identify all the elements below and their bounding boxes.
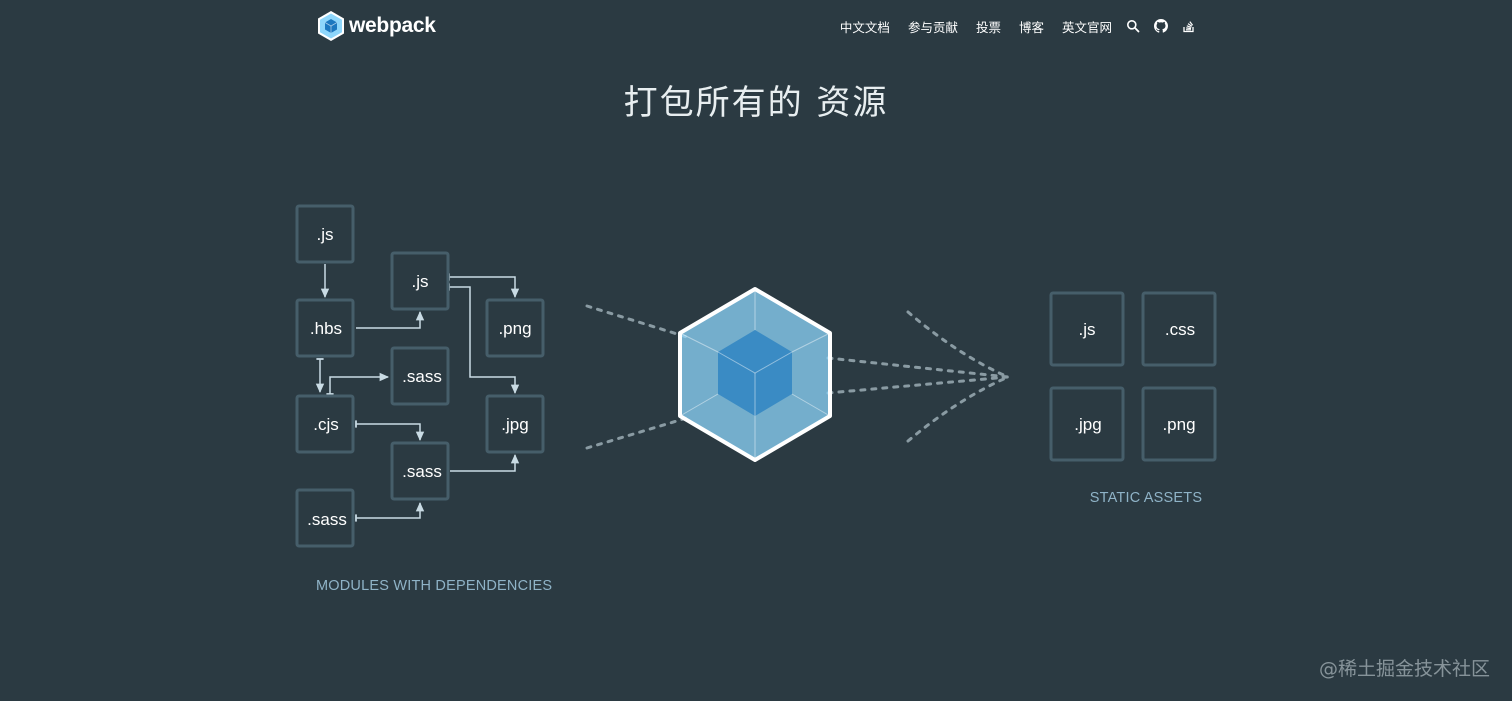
dependency-arrows — [315, 264, 520, 522]
asset-box-css: .css — [1141, 291, 1217, 367]
module-label: .sass — [402, 462, 442, 481]
webpack-cube-icon — [318, 11, 344, 41]
module-label: .sass — [307, 510, 347, 529]
assets-caption: STATIC ASSETS — [1090, 490, 1202, 506]
module-label: .jpg — [501, 415, 528, 434]
module-label: .js — [412, 272, 429, 291]
top-nav: 中文文档 参与贡献 投票 博客 英文官网 — [822, 16, 1196, 36]
modules-caption: MODULES WITH DEPENDENCIES — [316, 578, 552, 594]
module-label: .sass — [402, 367, 442, 386]
arrow-hbs-to-js — [356, 310, 425, 329]
nav-item-blog[interactable]: 博客 — [1018, 19, 1044, 35]
asset-label: .png — [1162, 415, 1195, 434]
module-label: .js — [317, 225, 334, 244]
module-box-png: .png — [485, 298, 545, 358]
module-label: .png — [498, 319, 531, 338]
watermark: @稀土掘金技术社区 — [1318, 658, 1490, 680]
arrow-cjs-to-sass — [326, 372, 390, 395]
asset-box-jpg: .jpg — [1049, 386, 1125, 462]
asset-label: .jpg — [1074, 415, 1101, 434]
logo-text: webpack — [349, 14, 436, 37]
nav-item-chinese-docs[interactable]: 中文文档 — [839, 19, 890, 35]
output-dotted-lines — [826, 310, 1010, 443]
module-label: .hbs — [310, 319, 342, 338]
input-dotted-lines — [585, 304, 692, 450]
asset-box-png: .png — [1141, 386, 1217, 462]
nav-item-english-site[interactable]: 英文官网 — [1061, 19, 1112, 35]
module-box-cjs: .cjs — [295, 394, 355, 454]
asset-label: .js — [1079, 320, 1096, 339]
page-headline: 打包所有的 资源 — [623, 83, 889, 123]
module-box-hbs: .hbs — [295, 298, 355, 358]
arrow-cjs-to-sass-2 — [355, 420, 425, 442]
module-box-sass-3: .sass — [295, 488, 355, 548]
asset-label: .css — [1165, 320, 1195, 339]
arrow-sass-to-sass — [355, 501, 425, 522]
webpack-logo[interactable]: webpack — [316, 9, 436, 43]
module-box-js-2: .js — [390, 251, 450, 311]
nav-item-contribute[interactable]: 参与贡献 — [907, 19, 958, 35]
search-icon[interactable] — [1126, 19, 1140, 33]
nav-item-vote[interactable]: 投票 — [975, 19, 1001, 35]
module-label: .cjs — [313, 415, 339, 434]
module-box-jpg: .jpg — [485, 394, 545, 454]
module-box-sass: .sass — [390, 346, 450, 406]
arrow-sass-to-jpg — [450, 453, 520, 472]
module-box-js: .js — [295, 204, 355, 264]
module-boxes: .js .hbs .js .png .sass .cjs — [295, 204, 545, 548]
asset-boxes: .js .css .jpg .png — [1049, 291, 1217, 462]
webpack-cube-icon — [678, 287, 832, 462]
module-box-sass-2: .sass — [390, 441, 450, 501]
arrow-js-to-jpg — [448, 283, 520, 395]
github-icon[interactable] — [1154, 19, 1168, 33]
asset-box-js: .js — [1049, 291, 1125, 367]
stack-overflow-icon[interactable] — [1182, 19, 1196, 33]
